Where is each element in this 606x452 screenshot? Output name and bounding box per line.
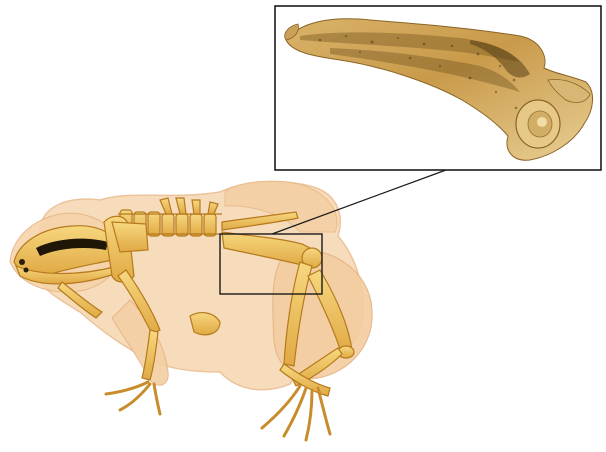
- hind-foot-bones: [262, 386, 330, 440]
- jaw-joint-mark: [24, 268, 29, 273]
- front-foot-bones: [106, 382, 160, 414]
- nostril-mark: [19, 259, 25, 265]
